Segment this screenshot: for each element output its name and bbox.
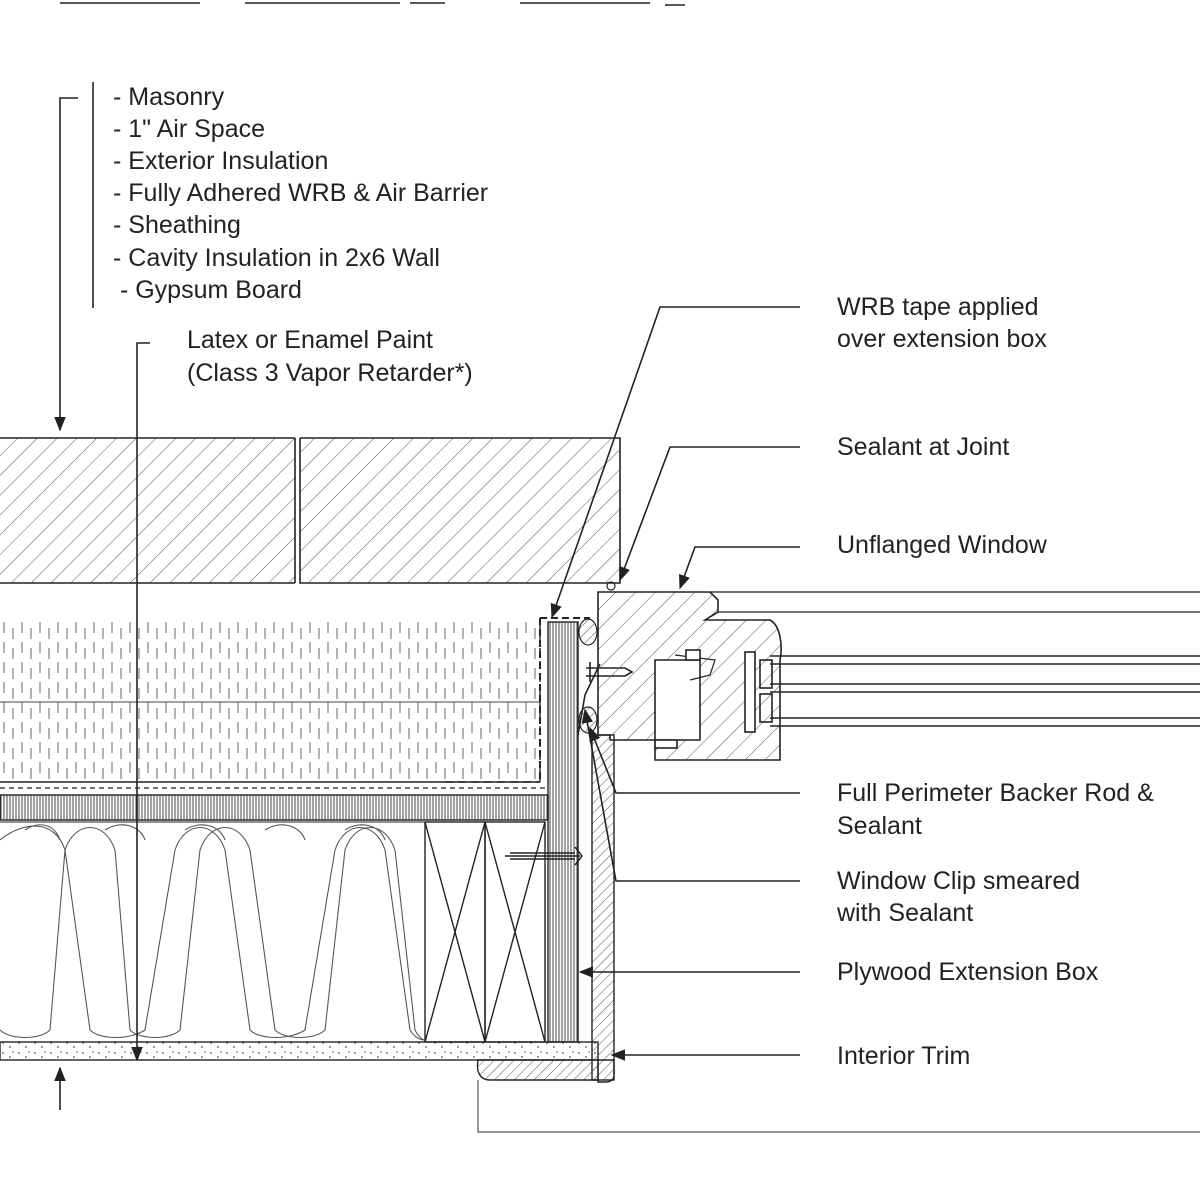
layer-sheathing: - Sheathing xyxy=(113,211,241,239)
label-wrb-tape-2: over extension box xyxy=(837,325,1047,353)
wall-layers-list: - Masonry - 1" Air Space - Exterior Insu… xyxy=(113,83,488,304)
label-window-clip-2: with Sealant xyxy=(836,899,973,927)
paint-leader xyxy=(131,342,150,1062)
sheathing-layer xyxy=(0,794,549,821)
leader-window-clip xyxy=(581,708,800,882)
label-sealant-joint: Sealant at Joint xyxy=(837,433,1009,461)
leader-wrb-tape xyxy=(550,306,800,619)
paint-note-line-1: Latex or Enamel Paint xyxy=(187,326,433,354)
gypsum-board xyxy=(0,1041,599,1061)
interior-trim xyxy=(476,1059,615,1083)
layer-gypsum-board: - Gypsum Board xyxy=(113,276,302,304)
wall-layers-leader xyxy=(54,82,94,1110)
window-glazing xyxy=(710,591,1200,733)
layer-masonry: - Masonry xyxy=(113,83,225,111)
plywood-extension-box xyxy=(539,617,615,1081)
label-backer-rod-1: Full Perimeter Backer Rod & xyxy=(837,779,1154,807)
cropped-top-fragment xyxy=(60,2,685,6)
callout-leaders xyxy=(550,306,800,1061)
paint-note: Latex or Enamel Paint (Class 3 Vapor Ret… xyxy=(187,326,473,387)
label-wrb-tape-1: WRB tape applied xyxy=(837,293,1039,321)
leader-sealant-joint xyxy=(619,446,800,582)
layer-air-space: - 1" Air Space xyxy=(113,115,265,143)
callout-labels: WRB tape applied over extension box Seal… xyxy=(836,293,1154,1070)
label-backer-rod-2: Sealant xyxy=(837,812,922,840)
masonry-layer xyxy=(0,437,621,591)
leader-backer-rod xyxy=(589,726,800,794)
layer-cavity-insulation: - Cavity Insulation in 2x6 Wall xyxy=(113,244,440,272)
cavity-insulation xyxy=(0,821,426,1041)
leader-unflanged-window xyxy=(679,546,800,590)
label-window-clip-1: Window Clip smeared xyxy=(837,867,1080,895)
window-frame xyxy=(597,591,782,761)
window-opening-outline xyxy=(477,1080,1200,1133)
wall-studs xyxy=(424,821,546,1043)
label-plywood-box: Plywood Extension Box xyxy=(837,958,1099,986)
layer-exterior-insulation: - Exterior Insulation xyxy=(113,147,328,175)
label-interior-trim: Interior Trim xyxy=(837,1042,970,1070)
label-unflanged-window: Unflanged Window xyxy=(837,531,1048,559)
paint-note-line-2: (Class 3 Vapor Retarder*) xyxy=(187,359,473,387)
screw xyxy=(505,846,583,866)
layer-wrb: - Fully Adhered WRB & Air Barrier xyxy=(113,179,488,207)
exterior-insulation xyxy=(0,622,541,783)
